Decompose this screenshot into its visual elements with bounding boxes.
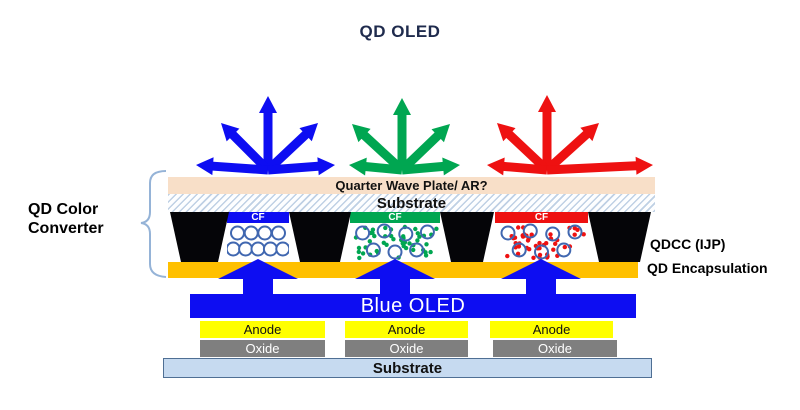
color-filter-green: CF <box>350 212 440 223</box>
blue-emission-arrow <box>221 123 272 174</box>
anode-label: Anode <box>243 322 282 337</box>
qd-particles-blue <box>227 225 289 257</box>
oxide-label: Oxide <box>245 341 280 356</box>
green-emission-arrow <box>398 124 450 174</box>
oxide-label: Oxide <box>538 341 572 356</box>
layer-anode-3: Anode <box>490 321 613 338</box>
qd-particles-green <box>353 223 439 261</box>
blue-emission-arrow <box>196 157 269 176</box>
color-filter-blue: CF <box>227 212 289 223</box>
green-emission-arrow <box>352 124 406 174</box>
layer-top-substrate: Substrate <box>168 194 655 212</box>
layer-blue-oled: Blue OLED <box>190 294 636 318</box>
qd-color-converter-line1: QD Color <box>28 201 99 218</box>
layer-oxide-1: Oxide <box>200 340 325 357</box>
bottom-substrate-label: Substrate <box>372 359 443 377</box>
qdcc-ijp-label: QDCC (IJP) <box>650 236 726 252</box>
red-emission-arrow <box>538 95 556 170</box>
brace-path <box>140 170 167 278</box>
top-substrate-label: Substrate <box>376 194 447 212</box>
layer-oxide-2: Oxide <box>345 340 468 357</box>
layer-quarter-wave-plate: Quarter Wave Plate/ AR? <box>168 177 655 194</box>
black-bank <box>170 212 229 262</box>
black-bank <box>289 212 351 262</box>
black-bank <box>588 212 651 262</box>
anode-label: Anode <box>532 322 571 337</box>
green-emission-arrow <box>349 157 403 176</box>
qd-pixel-red: CF <box>495 212 588 262</box>
blue-emission-arrow <box>259 96 277 170</box>
qd-particles-red <box>500 223 586 260</box>
black-bank <box>440 212 494 262</box>
layer-bottom-substrate: Substrate <box>163 358 652 378</box>
qd-encapsulation-label: QD Encapsulation <box>647 260 768 276</box>
color-filter-red: CF <box>495 212 588 223</box>
blue-emission-arrow <box>264 123 318 174</box>
layer-anode-2: Anode <box>345 321 468 338</box>
qd-color-converter-line2: Converter <box>28 220 104 237</box>
anode-label: Anode <box>387 322 426 337</box>
page-title: QD OLED <box>359 22 441 41</box>
layer-qd-encapsulation <box>168 262 638 278</box>
qd-pixel-blue: CF <box>227 212 289 262</box>
red-emission-arrow <box>487 157 548 176</box>
red-emission-arrow <box>497 123 551 174</box>
qd-color-converter-label: QD Color Converter <box>28 200 104 238</box>
quarter-wave-plate-label: Quarter Wave Plate/ AR? <box>335 178 488 193</box>
blue-emission-arrow <box>267 157 335 176</box>
layer-anode-1: Anode <box>200 321 325 338</box>
green-emission-arrow <box>393 98 411 170</box>
red-emission-arrow <box>546 156 653 175</box>
red-emission-arrow <box>543 123 599 174</box>
green-emission-arrow <box>401 157 460 176</box>
qd-pixel-green: CF <box>350 212 440 262</box>
oxide-label: Oxide <box>389 341 424 356</box>
layer-oxide-3: Oxide <box>493 340 617 357</box>
blue-oled-label: Blue OLED <box>360 294 466 317</box>
